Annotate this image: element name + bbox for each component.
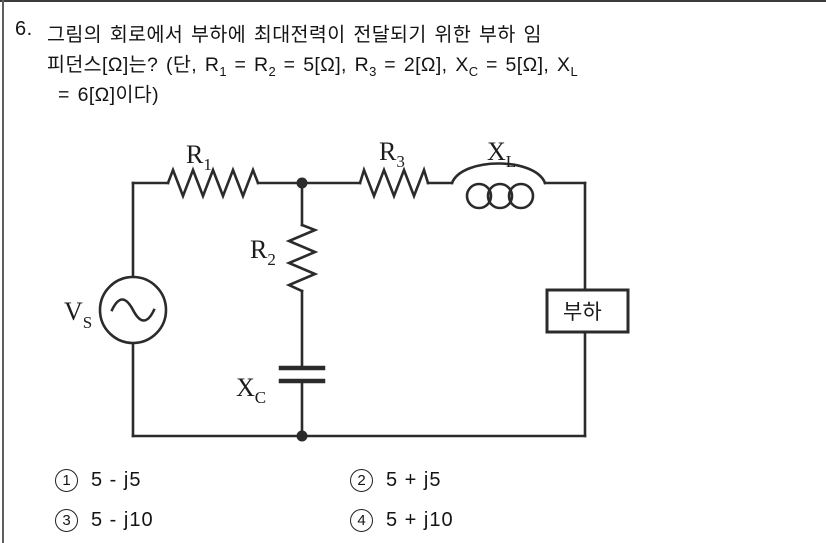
page-border-top: [0, 0, 826, 2]
label-xl: XL: [487, 137, 516, 171]
question-line-2-seg: = 5[Ω], R: [275, 54, 370, 76]
label-r1: R1: [186, 140, 212, 174]
choice-text: 5 + j5: [386, 469, 442, 491]
choice-text: 5 - j10: [91, 509, 154, 531]
subscript: L: [570, 63, 578, 79]
answer-choice-4: 4 5 + j10: [350, 509, 454, 532]
choice-circle-number: 1: [55, 469, 78, 492]
choice-circle-number: 2: [350, 469, 373, 492]
choice-circle-number: 3: [55, 509, 78, 532]
resistor-r2-symbol: [285, 223, 319, 293]
question-line-2-seg: 피던스[Ω]는? (단, R: [47, 54, 220, 76]
sine-wave-icon: [110, 298, 156, 322]
answer-choice-1: 1 5 - j5: [55, 469, 141, 492]
resistor-r3-symbol: [358, 166, 430, 200]
answer-choice-3: 3 5 - j10: [55, 509, 154, 532]
answer-choice-2: 2 5 + j5: [350, 469, 441, 492]
question-number: 6.: [15, 18, 33, 40]
question-line-3: = 6[Ω]이다): [58, 84, 160, 106]
choice-text: 5 + j10: [386, 509, 454, 531]
subscript: 2: [268, 63, 276, 79]
subscript: 1: [219, 63, 227, 79]
label-r2: R2: [250, 235, 276, 269]
subscript: C: [468, 63, 479, 79]
inductor-loop: [486, 182, 514, 210]
question-line-2-seg: = 5[Ω], X: [478, 54, 571, 76]
question-line-2-seg: = R: [226, 54, 269, 76]
load-box: [545, 288, 630, 334]
resistor-r1-symbol: [166, 166, 260, 200]
question-line-1: 그림의 회로에서 부하에 최대전력이 전달되기 위한 부하 임: [47, 24, 542, 46]
inductor-loop: [465, 182, 493, 210]
label-xc: XC: [236, 373, 266, 407]
choice-text: 5 - j5: [91, 469, 142, 491]
load-label: 부하: [563, 301, 602, 324]
label-r3: R3: [379, 137, 405, 171]
label-vs: VS: [64, 297, 92, 332]
question-line-2-seg: = 2[Ω], X: [376, 54, 469, 76]
inductor-loop: [507, 182, 535, 210]
question-line-2: 피던스[Ω]는? (단, R1 = R2 = 5[Ω], R3 = 2[Ω], …: [47, 48, 578, 79]
choice-circle-number: 4: [350, 509, 373, 532]
subscript: 3: [369, 63, 377, 79]
junction-node-top: [296, 177, 308, 189]
inductor-xl-symbol: [450, 162, 547, 185]
junction-node-bottom: [296, 430, 308, 442]
page-border-left: [2, 0, 4, 543]
